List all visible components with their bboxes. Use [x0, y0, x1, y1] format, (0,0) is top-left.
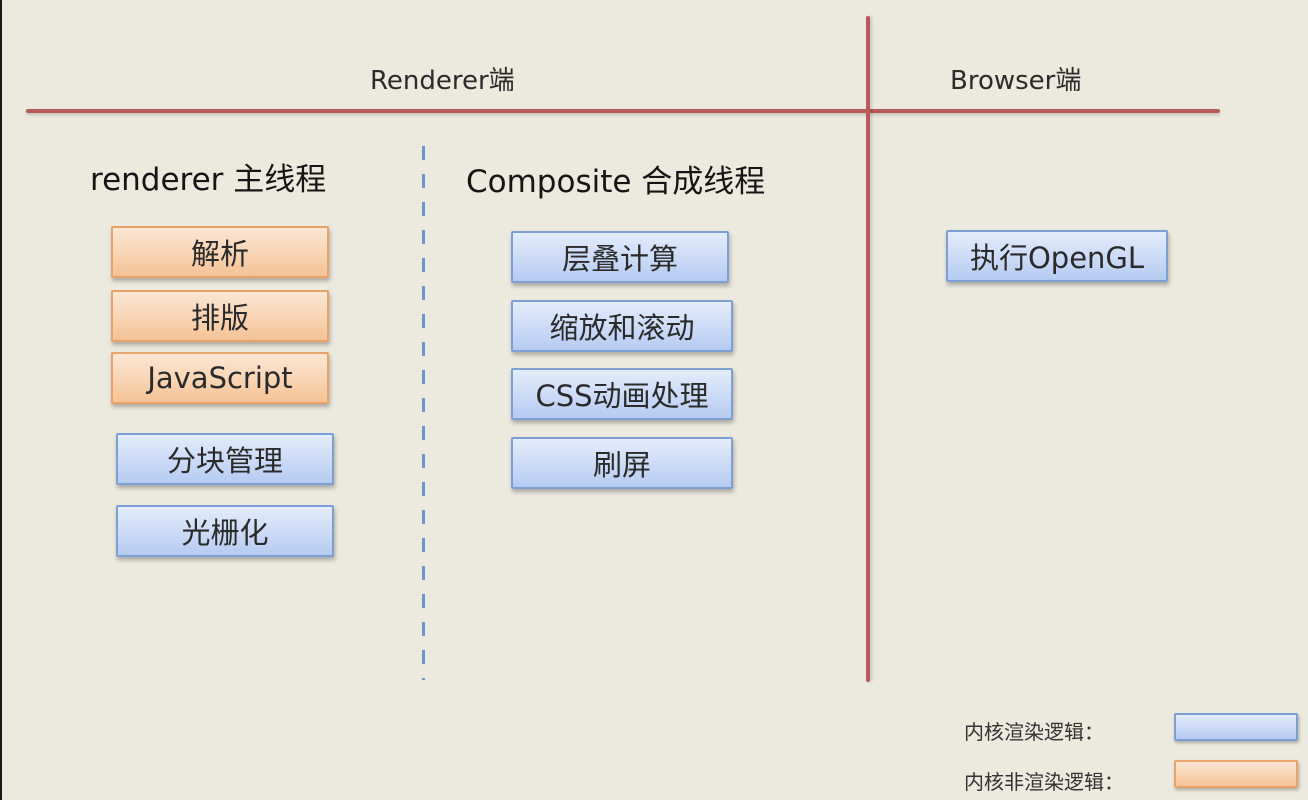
task-box-css-animation: CSS动画处理: [511, 368, 733, 420]
composite-thread-title: Composite 合成线程: [466, 164, 766, 200]
zone-title-browser: Browser端: [950, 66, 1082, 96]
thread-separator-dashed: [422, 146, 425, 680]
zone-title-renderer: Renderer端: [370, 66, 515, 96]
task-box-zoom-scroll: 缩放和滚动: [511, 300, 733, 352]
task-box-parse: 解析: [111, 226, 329, 278]
task-box-javascript: JavaScript: [111, 352, 329, 404]
horizontal-divider: [26, 109, 1220, 113]
task-box-layer-compute: 层叠计算: [511, 231, 729, 283]
legend-label-non-render: 内核非渲染逻辑：: [964, 770, 1124, 794]
task-box-screen-flush: 刷屏: [511, 437, 733, 489]
task-box-layout: 排版: [111, 290, 329, 342]
left-border: [0, 0, 2, 800]
task-box-rasterize: 光栅化: [116, 505, 334, 557]
task-box-opengl: 执行OpenGL: [946, 230, 1168, 282]
legend-label-render: 内核渲染逻辑：: [964, 720, 1104, 744]
vertical-divider: [866, 16, 870, 682]
legend-swatch-non-render: [1174, 760, 1298, 788]
task-box-tile-management: 分块管理: [116, 433, 334, 485]
main-thread-title: renderer 主线程: [90, 162, 327, 198]
legend-swatch-render: [1174, 713, 1298, 741]
